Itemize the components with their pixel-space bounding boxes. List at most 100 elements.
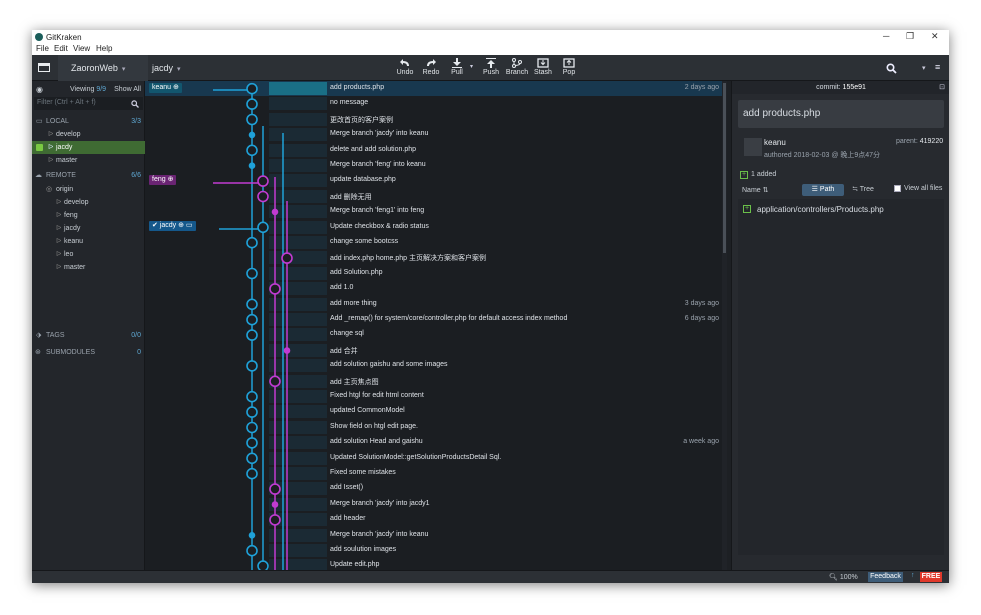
commit-message: updated CommonModel [330, 407, 405, 415]
commit-node[interactable] [257, 221, 269, 234]
commit-row[interactable]: Update edit.php [145, 558, 727, 570]
commit-node[interactable] [248, 162, 256, 169]
commit-row[interactable]: no message [145, 96, 727, 111]
menu-help[interactable]: Help [96, 44, 113, 53]
commit-node[interactable] [281, 252, 293, 264]
commit-node[interactable] [246, 298, 258, 311]
filter-input[interactable]: Filter (Ctrl + Alt + f) [37, 99, 96, 106]
menu-view[interactable]: View [73, 44, 91, 53]
commit-node[interactable] [246, 236, 258, 249]
commit-node[interactable] [269, 283, 281, 295]
view-all-files-checkbox[interactable] [894, 185, 901, 192]
hamburger-menu-icon[interactable]: ≡ [935, 62, 941, 72]
file-row[interactable]: + application/controllers/Products.php [738, 203, 944, 216]
push-button[interactable]: Push [478, 58, 504, 76]
upgrade-arrow-icon[interactable]: ↑ [911, 572, 915, 579]
commit-node[interactable] [246, 329, 258, 341]
scrollbar-track[interactable] [722, 81, 727, 570]
minimize-icon[interactable]: ─ [883, 31, 890, 41]
account-dropdown-icon[interactable]: ▾ [922, 65, 926, 72]
tree-view-button[interactable]: ≒ Tree [852, 186, 874, 193]
commit-node[interactable] [248, 531, 256, 539]
commit-node[interactable] [246, 82, 258, 95]
close-icon[interactable]: ✕ [931, 31, 939, 41]
expand-icon[interactable]: ⊡ [939, 84, 945, 91]
commit-node[interactable] [246, 467, 258, 480]
remote-origin[interactable]: ◎origin [32, 183, 145, 196]
ref-tag-feng[interactable]: feng ⊕ [149, 175, 177, 185]
commit-bar [269, 97, 327, 111]
pop-button[interactable]: Pop [556, 58, 582, 76]
commit-node[interactable] [246, 452, 258, 465]
commit-node[interactable] [246, 360, 258, 372]
commit-node[interactable] [257, 175, 269, 187]
restore-icon[interactable]: ❐ [906, 31, 915, 41]
pull-options-chevron-icon[interactable]: ▾ [470, 64, 474, 70]
commit-node[interactable] [246, 437, 258, 449]
repo-selector[interactable]: ZaoronWeb▾ [58, 55, 148, 81]
parent-sha[interactable]: 419220 [919, 138, 944, 145]
zoom-level[interactable]: 100% [839, 574, 858, 581]
commit-node[interactable] [283, 347, 291, 354]
commit-node[interactable] [246, 390, 258, 403]
feedback-button[interactable]: Feedback [868, 572, 903, 582]
commit-node[interactable] [271, 501, 279, 508]
commit-node[interactable] [269, 375, 281, 388]
commit-node[interactable] [257, 190, 269, 203]
menu-edit[interactable]: Edit [54, 44, 68, 53]
commit-node[interactable] [246, 421, 258, 434]
scrollbar-thumb[interactable] [723, 83, 726, 253]
stash-icon [537, 58, 549, 68]
commit-node[interactable] [257, 560, 269, 570]
commit-node[interactable] [246, 144, 258, 157]
info-icon[interactable]: ◉ [36, 85, 43, 94]
filter-box[interactable]: Filter (Ctrl + Alt + f) [34, 97, 143, 110]
commit-message: Show field on htgl edit page. [330, 422, 418, 430]
commit-node[interactable] [246, 313, 258, 326]
commit-row[interactable]: 更改首页的客户案例 [145, 112, 727, 127]
path-view-button[interactable]: ☰ Path [802, 184, 844, 196]
pull-button[interactable]: Pull [444, 58, 470, 76]
redo-button[interactable]: Redo [418, 58, 444, 76]
commit-node[interactable] [246, 98, 258, 110]
commit-node[interactable] [248, 131, 256, 139]
commit-node[interactable] [246, 544, 258, 557]
commit-node[interactable] [246, 113, 258, 126]
free-badge[interactable]: FREE [920, 572, 942, 582]
commit-node[interactable] [271, 208, 279, 216]
search-icon[interactable] [886, 63, 897, 74]
list-icon: ☰ [811, 186, 818, 193]
commit-message-box[interactable]: add products.php [738, 100, 944, 128]
commit-node[interactable] [269, 514, 281, 526]
ref-tag-keanu[interactable]: keanu ⊕ [149, 83, 182, 93]
commit-message: Update edit.php [330, 561, 380, 569]
menu-file[interactable]: File [36, 44, 49, 53]
undo-button[interactable]: Undo [392, 58, 418, 76]
stash-button[interactable]: Stash [530, 58, 556, 76]
commit-node[interactable] [269, 483, 281, 495]
branch-button[interactable]: Branch [504, 58, 530, 76]
branch-selector[interactable]: jacdy▾ [144, 55, 192, 81]
commit-node[interactable] [246, 406, 258, 418]
ref-tag-jacdy[interactable]: ✔ jacdy ⊕ ▭ [149, 221, 196, 231]
commit-node[interactable] [246, 267, 258, 280]
folder-icon[interactable] [38, 63, 50, 72]
search-icon [131, 100, 139, 108]
sort-icon[interactable]: ⇅ [762, 187, 769, 194]
name-sort-header[interactable]: Name [742, 187, 761, 194]
show-all-link[interactable]: Show All [114, 86, 141, 93]
